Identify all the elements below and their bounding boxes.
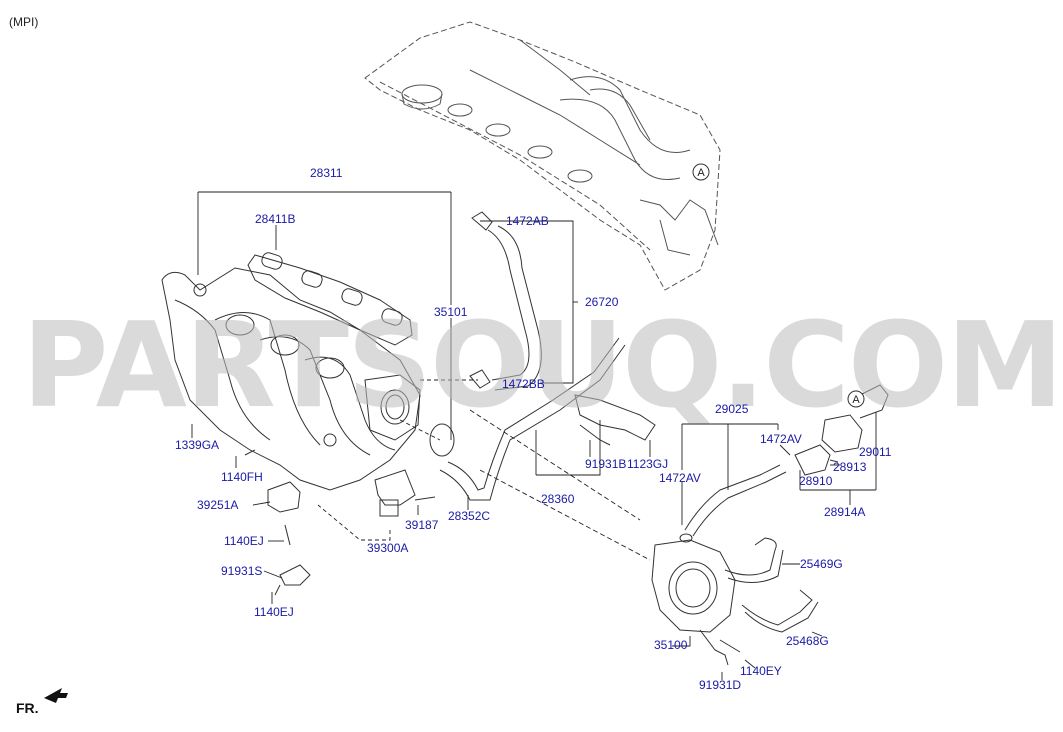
part-label-39251a[interactable]: 39251A bbox=[197, 498, 239, 512]
intake-manifold bbox=[161, 267, 421, 491]
part-label-1140ej-top[interactable]: 1140EJ bbox=[224, 534, 264, 548]
pcv-hose bbox=[439, 337, 656, 501]
leader-lines bbox=[191, 191, 877, 680]
part-label-35101[interactable]: 35101 bbox=[434, 305, 468, 319]
part-label-28311[interactable]: 28311 bbox=[310, 166, 343, 180]
part-label-39300a[interactable]: 39300A bbox=[367, 541, 409, 555]
front-label: FR. bbox=[16, 700, 39, 716]
part-label-25469g[interactable]: 25469G bbox=[800, 557, 843, 571]
part-label-29011[interactable]: 29011 bbox=[859, 445, 892, 459]
ref-mark-a-top: A bbox=[692, 163, 710, 181]
part-label-91931s[interactable]: 91931S bbox=[221, 564, 263, 578]
part-label-1472bb[interactable]: 1472BB bbox=[502, 377, 545, 391]
map-sensor bbox=[374, 469, 436, 517]
ref-mark-a-top-letter: A bbox=[697, 167, 705, 179]
coolant-hoses bbox=[724, 537, 819, 633]
part-label-28360[interactable]: 28360 bbox=[541, 492, 575, 506]
part-label-1123gj[interactable]: 1123GJ bbox=[627, 457, 669, 471]
part-label-1472av-left[interactable]: 1472AV bbox=[659, 471, 701, 485]
engine-head-outline bbox=[364, 21, 721, 291]
part-label-1339ga[interactable]: 1339GA bbox=[175, 438, 220, 452]
part-label-28914a[interactable]: 28914A bbox=[824, 505, 866, 519]
part-label-29025[interactable]: 29025 bbox=[715, 402, 749, 416]
ref-mark-a-bracket-letter: A bbox=[852, 394, 860, 406]
purge-valve bbox=[794, 384, 889, 476]
manifold-gasket bbox=[247, 252, 413, 346]
part-label-28411b[interactable]: 28411B bbox=[255, 212, 296, 226]
variant-label: (MPI) bbox=[9, 15, 39, 29]
part-label-1140ey[interactable]: 1140EY bbox=[740, 664, 782, 678]
lower-brackets bbox=[244, 449, 311, 596]
part-label-28913[interactable]: 28913 bbox=[833, 460, 867, 474]
ref-mark-a-bracket: A bbox=[847, 390, 865, 408]
part-label-39187[interactable]: 39187 bbox=[405, 518, 439, 532]
part-label-1140ej-bottom[interactable]: 1140EJ bbox=[254, 605, 294, 619]
purge-hose bbox=[679, 464, 787, 543]
part-label-26720[interactable]: 26720 bbox=[585, 295, 619, 309]
part-label-1472av-right[interactable]: 1472AV bbox=[760, 432, 802, 446]
engine-head-details bbox=[401, 39, 719, 256]
part-label-91931b[interactable]: 91931B bbox=[585, 457, 627, 471]
part-label-28352c[interactable]: 28352C bbox=[448, 509, 491, 523]
part-label-91931d[interactable]: 91931D bbox=[699, 678, 742, 692]
part-label-1472ab[interactable]: 1472AB bbox=[506, 214, 549, 228]
vacuum-hose bbox=[469, 211, 542, 391]
part-label-28910[interactable]: 28910 bbox=[799, 474, 833, 488]
part-label-35100[interactable]: 35100 bbox=[654, 638, 688, 652]
throttle-o-ring bbox=[429, 423, 455, 457]
throttle-body bbox=[651, 539, 741, 666]
front-arrow-icon bbox=[44, 688, 68, 703]
part-label-1140fh[interactable]: 1140FH bbox=[221, 470, 263, 484]
part-label-25468g[interactable]: 25468G bbox=[786, 634, 829, 648]
